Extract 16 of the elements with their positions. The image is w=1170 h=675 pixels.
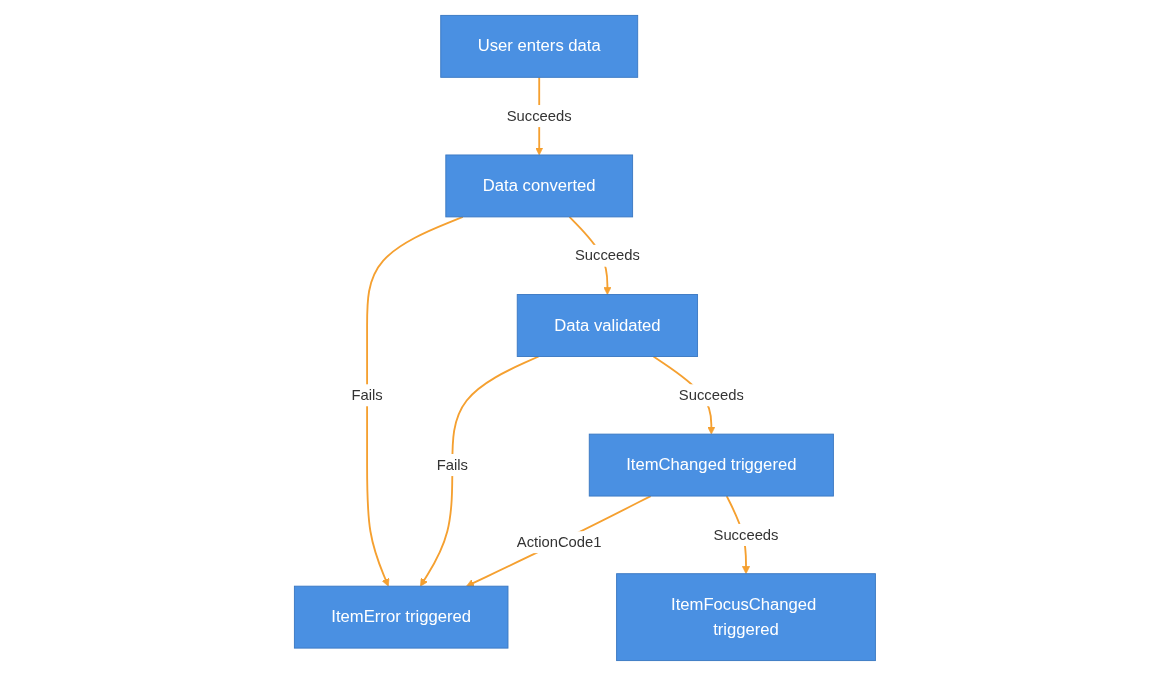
edge-label: Succeeds — [713, 526, 779, 542]
edge-label: Fails — [351, 386, 383, 403]
edge-label: Succeeds — [678, 386, 744, 403]
edge-label: Succeeds — [575, 246, 640, 263]
node-box: ItemFocusChanged triggered — [616, 572, 876, 661]
node-box: ItemError triggered — [294, 585, 509, 649]
arrow — [466, 494, 652, 587]
node-box: Data validated — [516, 293, 699, 357]
node-box: ItemChanged triggered — [588, 433, 834, 496]
node-box: User enters data — [440, 14, 639, 78]
arrow — [366, 215, 464, 587]
arrow — [420, 355, 540, 587]
edge-label: Fails — [436, 456, 469, 472]
node-box: Data converted — [445, 154, 634, 217]
edge-label: ActionCode1 — [516, 533, 602, 550]
edge-label: Succeeds — [506, 107, 572, 124]
